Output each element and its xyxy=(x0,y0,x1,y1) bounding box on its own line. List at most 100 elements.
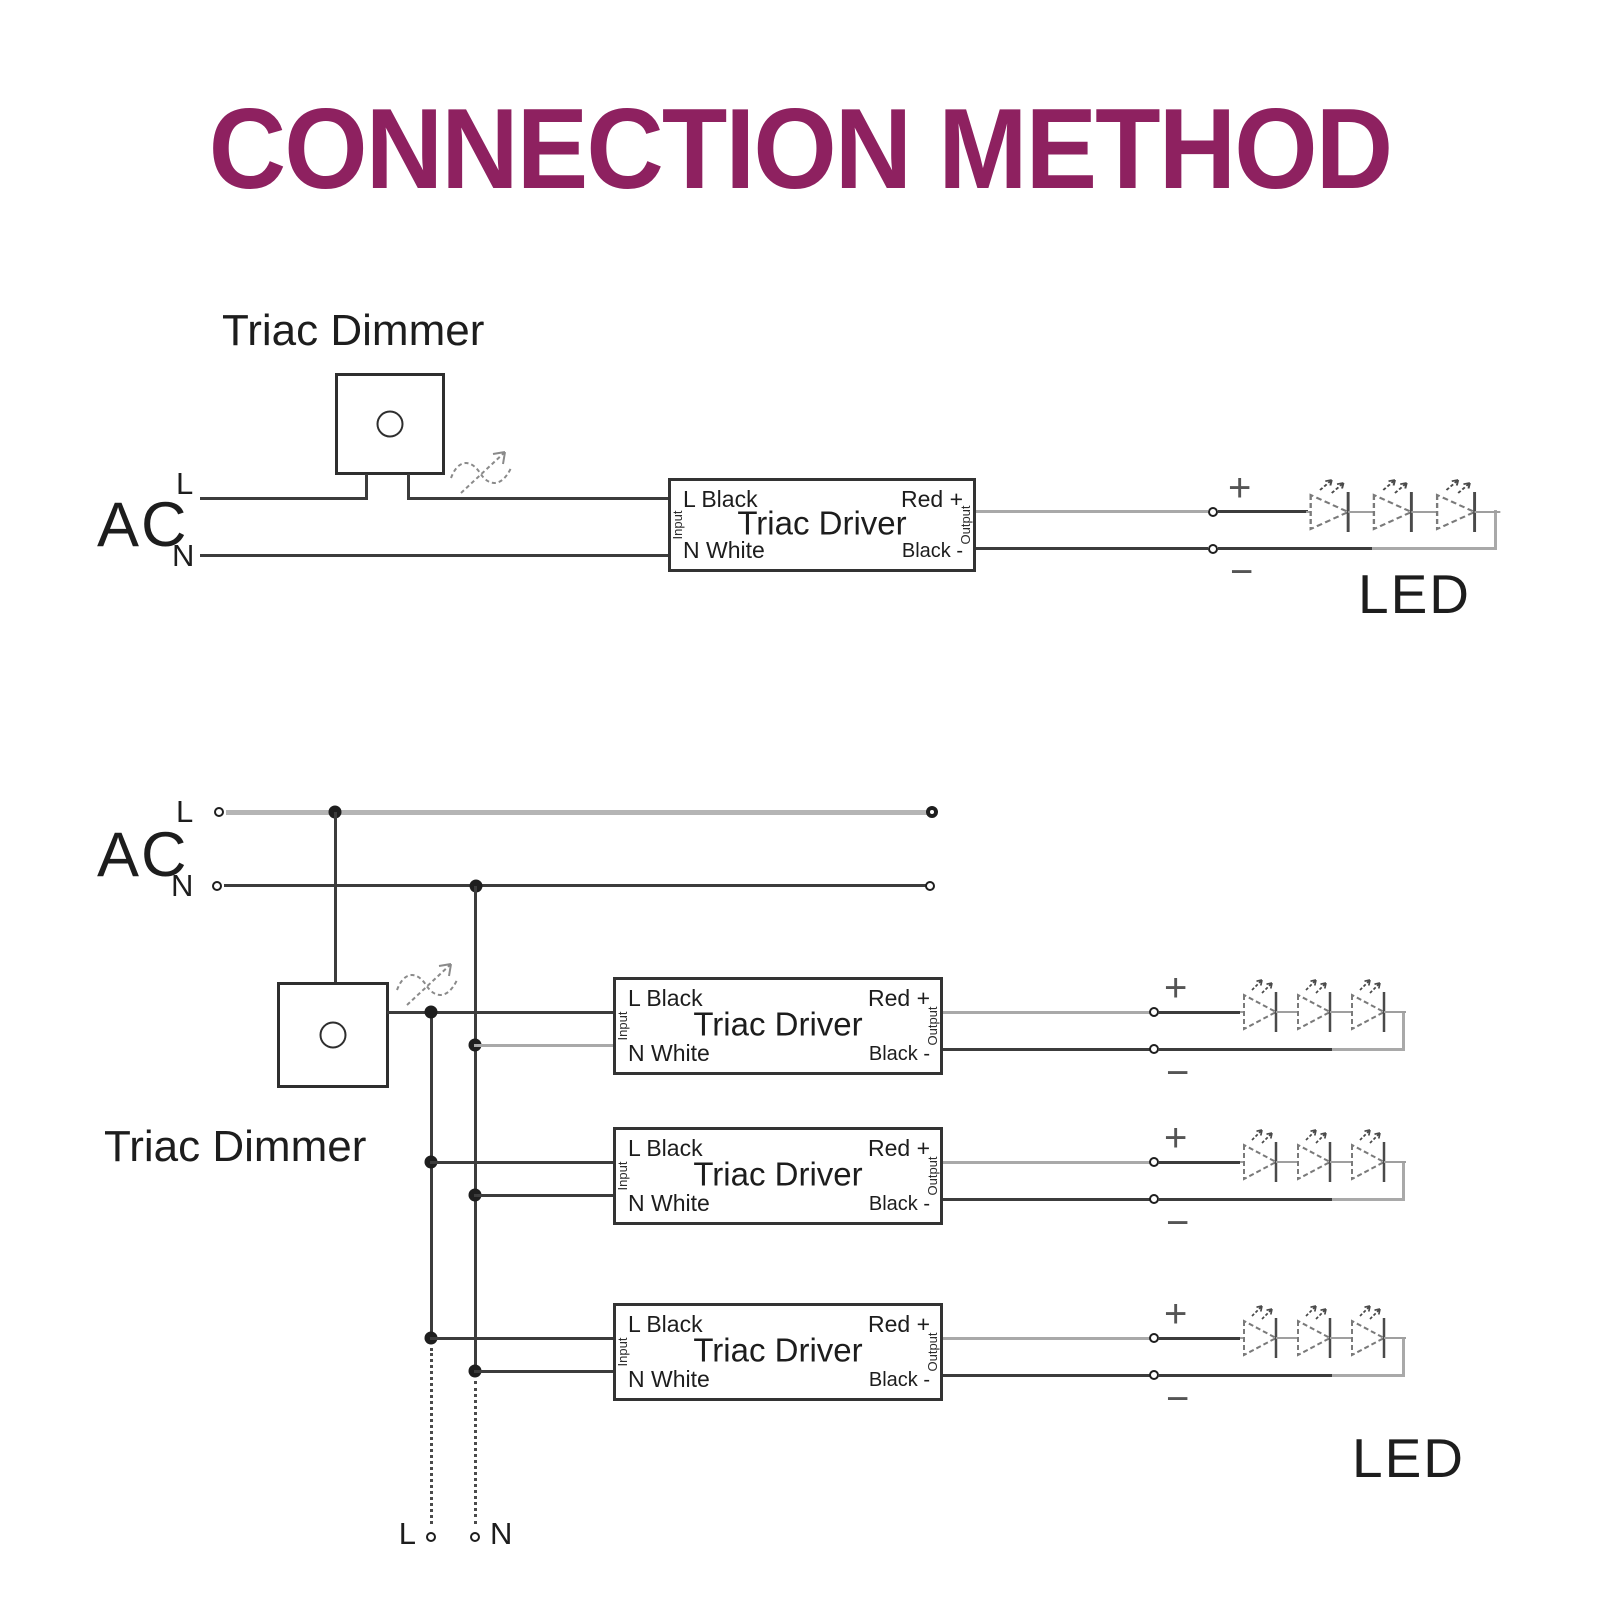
connector-node xyxy=(1208,507,1218,517)
wire-minus xyxy=(943,1198,1150,1201)
dimming-arrow-icon xyxy=(396,963,458,1006)
dimmer-knob-icon xyxy=(319,1021,347,1049)
dimmer-knob-icon xyxy=(376,410,404,438)
terminal-node xyxy=(212,881,222,891)
triac-dimmer-box xyxy=(277,982,389,1088)
dimming-arrow-icon xyxy=(450,451,512,494)
wire-n xyxy=(200,554,668,557)
driver-red-output-label: Red + xyxy=(867,985,930,1011)
wire-n-feed xyxy=(474,1370,613,1373)
driver-red-output-label: Red + xyxy=(867,1135,930,1161)
driver-name: Triac Driver xyxy=(693,1331,863,1369)
terminal-l-label: L xyxy=(398,1516,416,1551)
l-bus xyxy=(430,1011,433,1341)
led-string-icon xyxy=(1240,1305,1404,1369)
n-bus-dotted xyxy=(474,1381,477,1524)
triac-dimmer-box xyxy=(335,373,445,475)
led-label: LED xyxy=(1352,1427,1465,1489)
driver-l-input-label: L Black xyxy=(628,985,703,1011)
driver-name: Triac Driver xyxy=(693,1005,863,1043)
ac-label: AC xyxy=(97,820,189,890)
wire-plus xyxy=(943,1011,1150,1014)
wire-corner xyxy=(1494,510,1497,550)
wire-plus xyxy=(1158,1011,1240,1014)
wire-corner xyxy=(1402,1011,1405,1051)
line-n-label: N xyxy=(171,868,194,903)
line-l-label: L xyxy=(176,466,194,501)
connector-node xyxy=(1208,544,1218,554)
driver-n-input-label: N White xyxy=(628,1040,710,1066)
dimmer-label: Triac Dimmer xyxy=(104,1122,367,1171)
driver-l-input-label: L Black xyxy=(628,1135,703,1161)
wire-n-feed xyxy=(474,1044,613,1047)
wire-minus xyxy=(976,547,1208,550)
wire-l-drop xyxy=(334,812,337,984)
wire-minus xyxy=(943,1048,1150,1051)
dimmer-leg xyxy=(365,474,368,500)
wire-minus xyxy=(943,1374,1150,1377)
driver-name: Triac Driver xyxy=(693,1155,863,1193)
line-n-label: N xyxy=(172,538,195,573)
led-string-icon xyxy=(1306,479,1498,543)
driver-n-input-label: N White xyxy=(628,1190,710,1216)
wire-plus xyxy=(1158,1337,1240,1340)
wire-l xyxy=(200,497,368,500)
driver-red-output-label: Red + xyxy=(900,486,963,512)
triac-driver-box: L Black Input Triac Driver N White Red +… xyxy=(668,478,976,572)
wire-minus xyxy=(1158,1198,1332,1201)
terminal-node xyxy=(426,1532,436,1542)
driver-black-output-label: Black - xyxy=(868,1369,930,1391)
minus-label: − xyxy=(1166,1051,1190,1095)
wire-plus xyxy=(943,1337,1150,1340)
plus-label: + xyxy=(1164,1116,1188,1160)
triac-driver-box: L Black Input Triac Driver N White Red +… xyxy=(613,1127,943,1225)
plus-label: + xyxy=(1228,466,1252,510)
junction-dot xyxy=(424,1005,438,1019)
page-title: CONNECTION METHOD xyxy=(208,86,1393,213)
driver-black-output-label: Black - xyxy=(868,1043,930,1065)
l-bus-dotted xyxy=(430,1348,433,1524)
triac-driver-box: L Black Input Triac Driver N White Red +… xyxy=(613,1303,943,1401)
terminal-node xyxy=(214,807,224,817)
driver-name: Triac Driver xyxy=(737,504,907,542)
wire-n-feed xyxy=(474,1194,613,1197)
terminal-n-label: N xyxy=(490,1516,513,1551)
driver-l-input-label: L Black xyxy=(683,486,758,512)
wire-l xyxy=(407,497,668,500)
driver-black-output-label: Black - xyxy=(901,540,963,562)
driver-n-input-label: N White xyxy=(683,537,765,563)
wire-minus-return xyxy=(1332,1374,1405,1377)
driver-n-input-label: N White xyxy=(628,1366,710,1392)
wire-plus xyxy=(976,510,1208,513)
wire-dimmer-out xyxy=(387,1011,613,1014)
plus-label: + xyxy=(1164,966,1188,1010)
wire-minus-return xyxy=(1332,1198,1405,1201)
wire-plus xyxy=(943,1161,1150,1164)
wire-corner xyxy=(1402,1161,1405,1201)
driver-l-input-label: L Black xyxy=(628,1311,703,1337)
minus-label: − xyxy=(1166,1201,1190,1245)
wire-plus xyxy=(1158,1161,1240,1164)
wire-l-feed xyxy=(430,1161,613,1164)
wire-minus xyxy=(1158,1374,1332,1377)
wire-l-feed xyxy=(430,1337,613,1340)
line-l-label: L xyxy=(176,794,194,829)
led-label: LED xyxy=(1358,563,1471,625)
plus-label: + xyxy=(1164,1292,1188,1336)
ac-label: AC xyxy=(97,490,189,560)
wire-minus xyxy=(1218,547,1372,550)
wire-n-rail xyxy=(224,884,930,887)
wire-minus-return xyxy=(1372,547,1497,550)
wire-plus xyxy=(1218,510,1308,513)
driver-red-output-label: Red + xyxy=(867,1311,930,1337)
led-string-icon xyxy=(1240,979,1404,1043)
minus-label: − xyxy=(1230,550,1254,594)
wire-minus-return xyxy=(1332,1048,1405,1051)
driver-black-output-label: Black - xyxy=(868,1193,930,1215)
wire-corner xyxy=(1402,1337,1405,1377)
wire-l-rail xyxy=(226,810,932,815)
triac-driver-box: L Black Input Triac Driver N White Red +… xyxy=(613,977,943,1075)
n-bus xyxy=(474,886,477,1374)
dimmer-leg xyxy=(407,474,410,500)
